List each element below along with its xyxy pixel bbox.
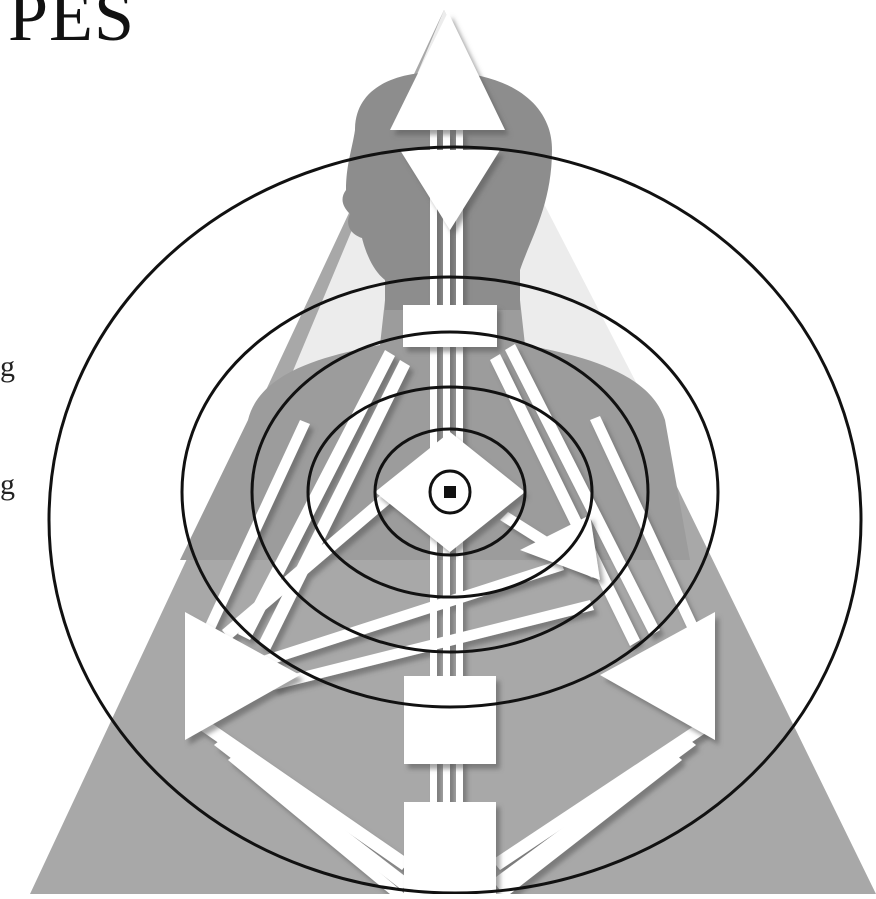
head-center (390, 12, 505, 130)
sacral-center (404, 676, 496, 764)
circle-with-square-icon (444, 486, 456, 498)
edge-label-lower: g (0, 470, 15, 500)
edge-label-upper: g (0, 352, 15, 382)
throat-center (403, 305, 497, 347)
diagram-title: PES (8, 0, 135, 52)
root-center (404, 802, 496, 894)
